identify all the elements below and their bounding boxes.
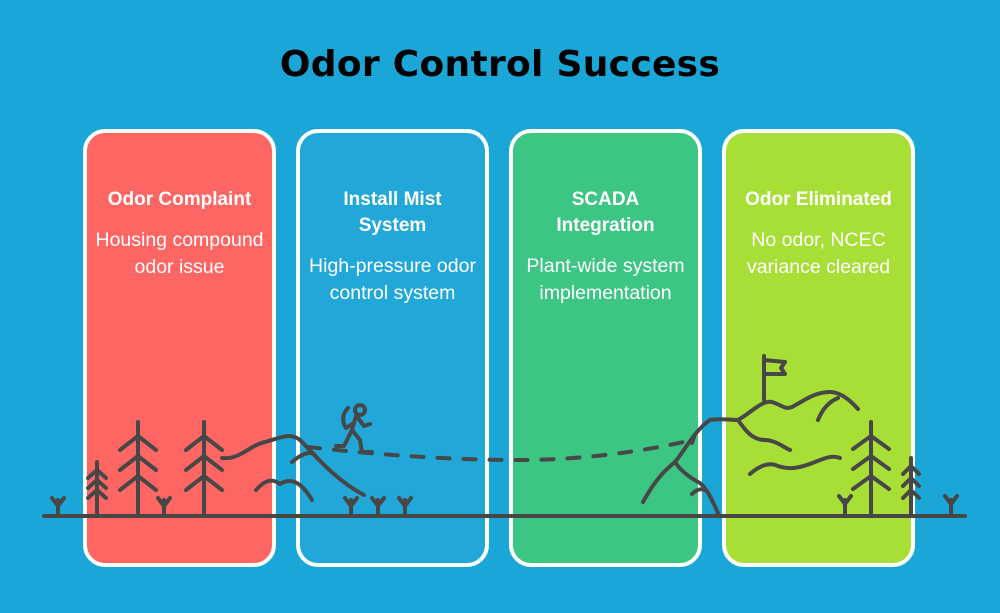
step-card-scada-integration: SCADA Integration Plant-wide system impl… bbox=[509, 129, 702, 567]
page-title: Odor Control Success bbox=[279, 44, 721, 85]
step-card-install-mist-system: Install Mist System High-pressure odor c… bbox=[296, 129, 489, 567]
step-description: Housing compound odor issue bbox=[95, 229, 264, 278]
step-title: Install Mist System bbox=[343, 189, 442, 236]
mountain-icon bbox=[641, 390, 860, 515]
grass-icon bbox=[50, 494, 959, 515]
step-description: Plant-wide system implementation bbox=[526, 255, 685, 304]
pine-tree-icon bbox=[118, 420, 158, 515]
step-description: High-pressure odor control system bbox=[309, 255, 476, 304]
pine-tree-icon bbox=[851, 420, 891, 515]
hiker-icon bbox=[334, 403, 374, 454]
step-title: Odor Eliminated bbox=[745, 189, 892, 210]
step-card-odor-complaint: Odor Complaint Housing compound odor iss… bbox=[83, 129, 276, 567]
flag-icon bbox=[762, 354, 787, 402]
dashed-trail bbox=[306, 439, 690, 462]
step-title: Odor Complaint bbox=[107, 189, 252, 210]
pine-tree-icon bbox=[901, 456, 921, 515]
pine-tree-icon bbox=[86, 460, 108, 515]
hill-icon bbox=[220, 434, 366, 502]
step-description: No odor, NCEC variance cleared bbox=[746, 229, 891, 278]
pine-tree-icon bbox=[184, 420, 224, 515]
step-card-odor-eliminated: Odor Eliminated No odor, NCEC variance c… bbox=[722, 129, 915, 567]
step-title: SCADA Integration bbox=[556, 189, 655, 236]
